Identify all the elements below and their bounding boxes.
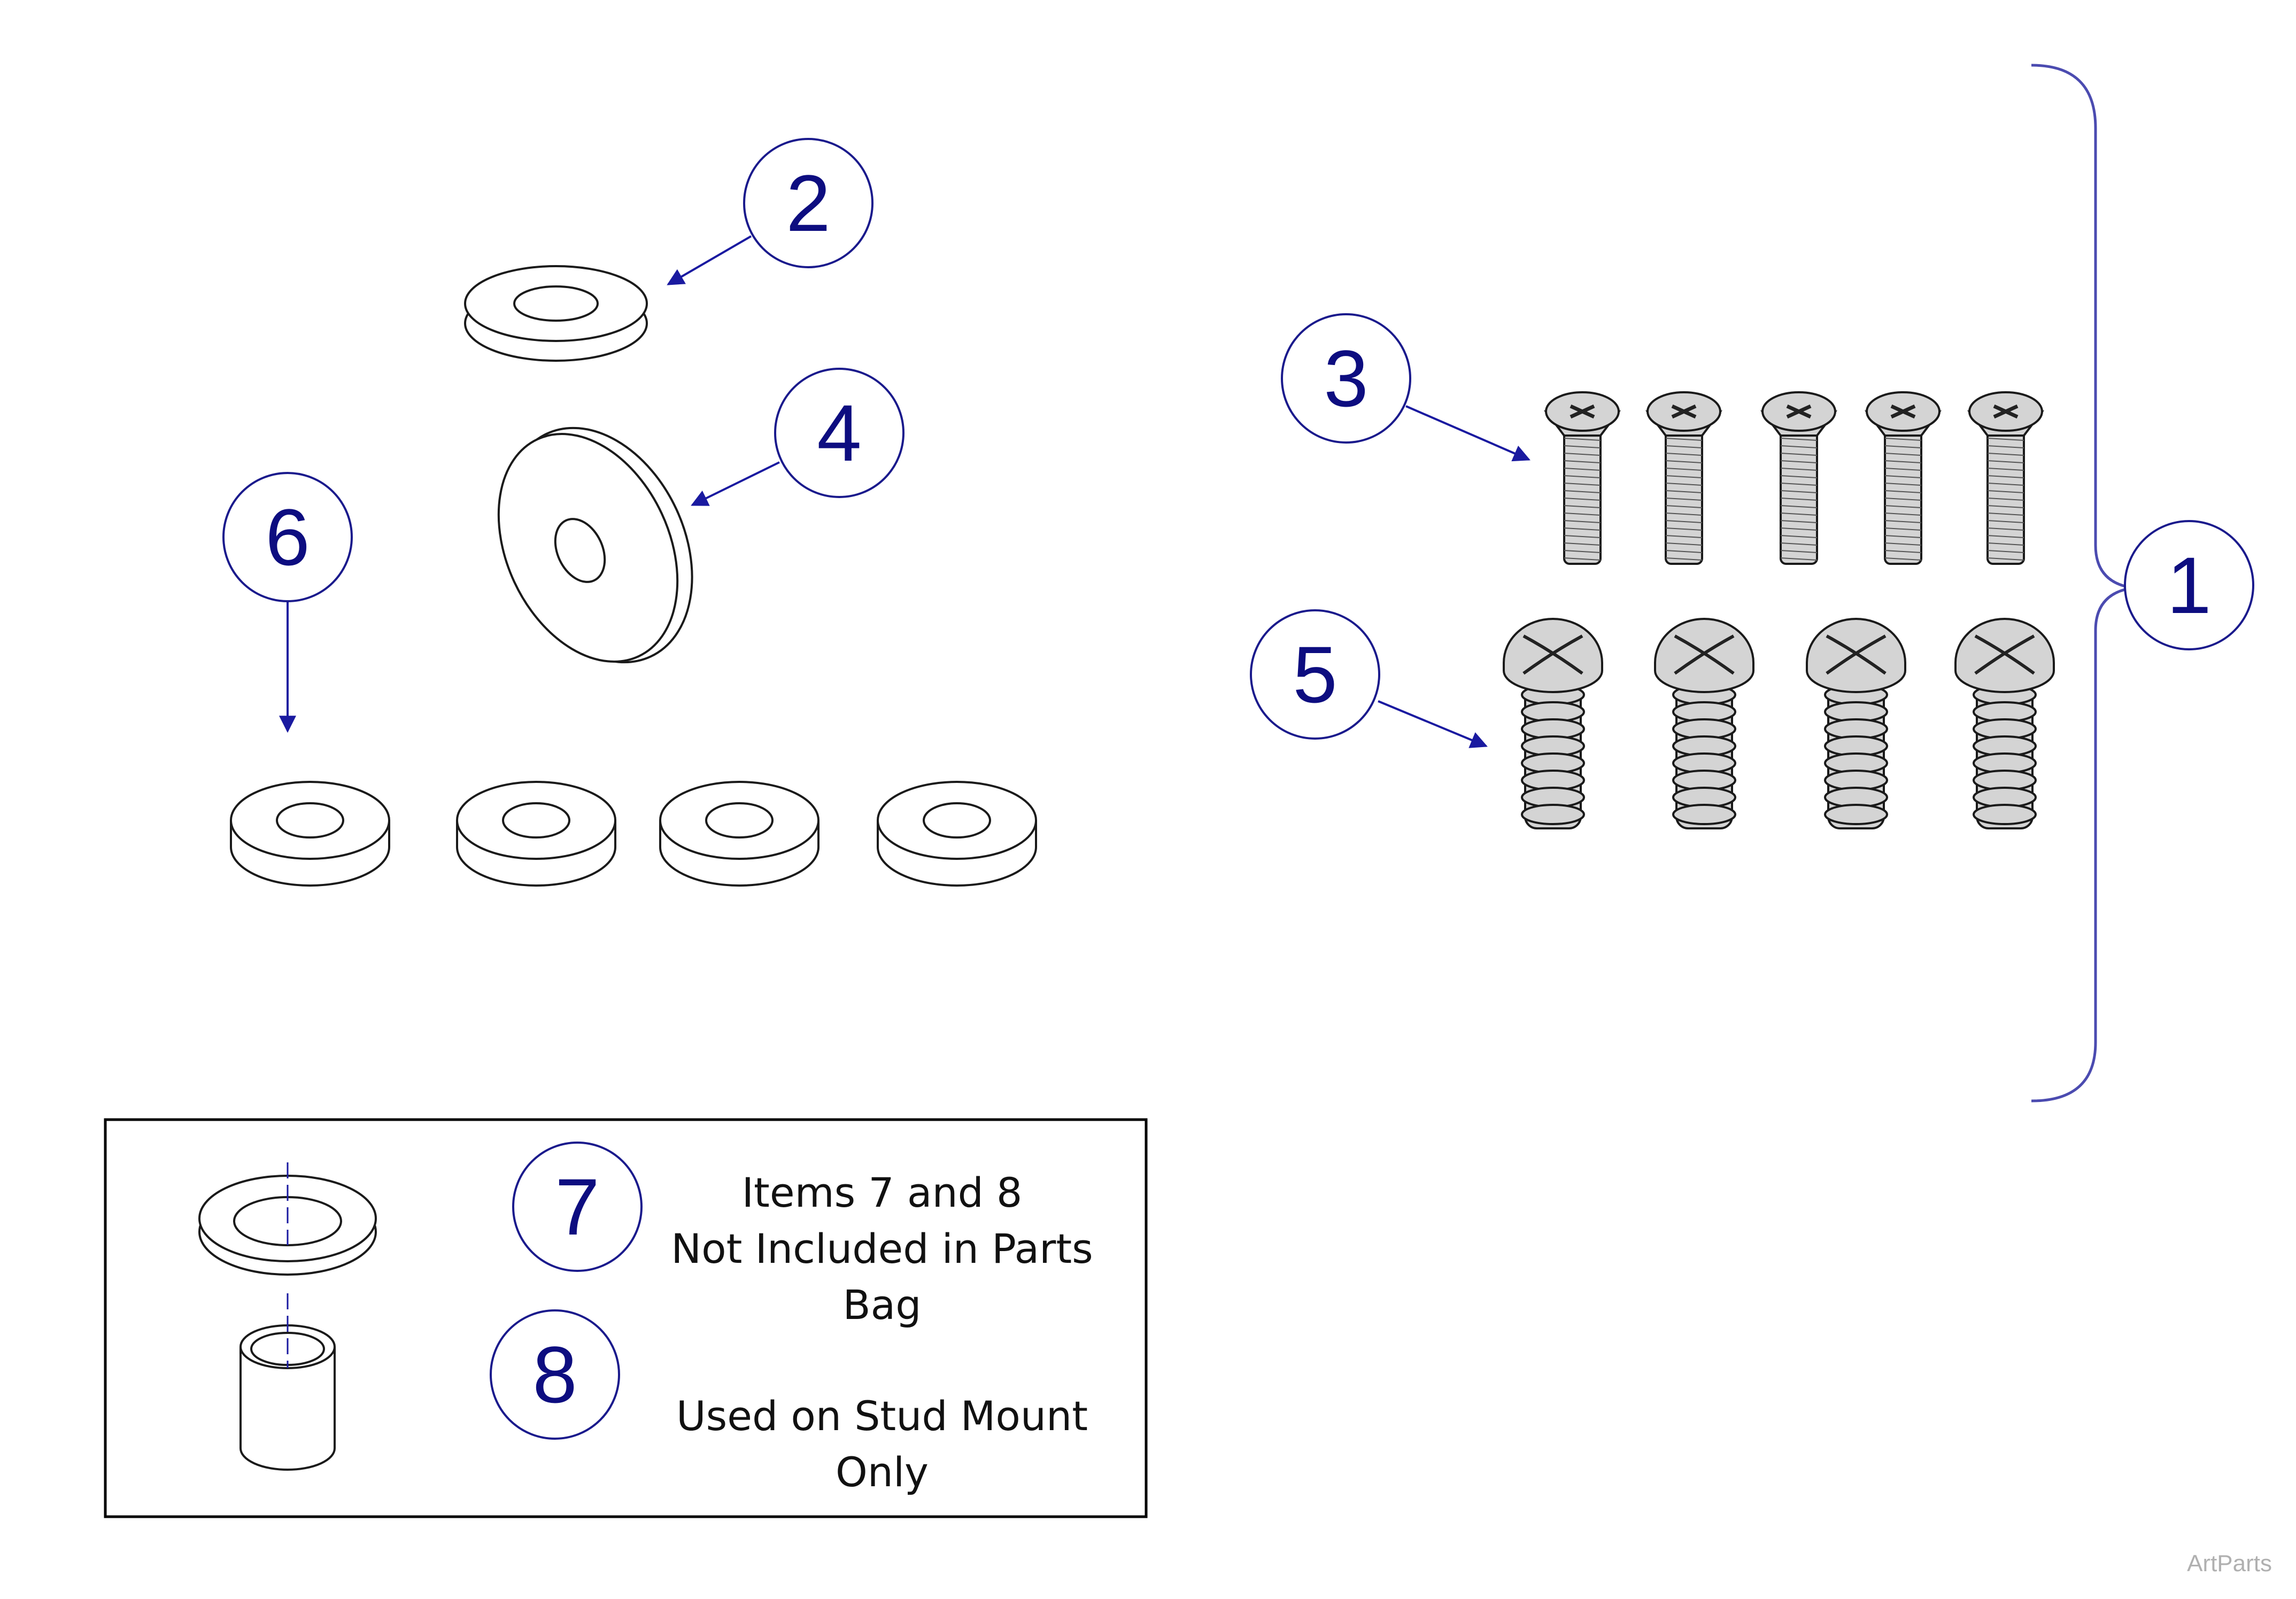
washer-item-7: [198, 1162, 377, 1276]
svg-text:1: 1: [2167, 540, 2211, 630]
spacer-item-8: [239, 1293, 336, 1471]
note-line-3: Bag: [843, 1281, 922, 1329]
flat-head-screw-5: [1967, 391, 2045, 565]
callout-5: 5: [1250, 609, 1380, 740]
svg-text:5: 5: [1293, 630, 1337, 719]
leader-3: [1405, 405, 1530, 462]
flat-head-screw-4: [1864, 391, 1942, 565]
round-head-screw-3: [1806, 618, 1906, 829]
flat-washer-large: [464, 265, 648, 362]
spacer-washer-3: [659, 781, 820, 887]
round-head-screws: [1503, 618, 2055, 829]
callout-3: 3: [1281, 313, 1411, 444]
note-line-1: Items 7 and 8: [742, 1169, 1023, 1216]
round-head-screw-2: [1654, 618, 1754, 829]
callout-1: 1: [2124, 520, 2254, 650]
note-line-5: Only: [836, 1448, 929, 1496]
svg-text:6: 6: [265, 492, 310, 582]
round-head-screw-4: [1954, 618, 2055, 829]
callout-6: 6: [222, 472, 353, 602]
svg-text:2: 2: [786, 158, 830, 248]
svg-text:7: 7: [555, 1162, 599, 1252]
callout-7: 7: [512, 1142, 643, 1272]
note-line-4: Used on Stud Mount: [676, 1392, 1088, 1440]
callout-4: 4: [774, 368, 905, 498]
spacer-washer-2: [456, 781, 616, 887]
callout-2: 2: [743, 138, 873, 268]
fender-washer: [497, 426, 693, 664]
svg-text:8: 8: [532, 1330, 577, 1419]
leader-2: [667, 235, 752, 285]
note-line-2: Not Included in Parts: [671, 1225, 1093, 1272]
spacer-washer-1: [230, 781, 390, 887]
kit-bracket: [2031, 64, 2133, 1103]
flat-head-screws: [1543, 391, 2045, 565]
flat-head-screw-1: [1543, 391, 1621, 565]
svg-text:4: 4: [817, 388, 861, 478]
round-head-screw-1: [1503, 618, 1603, 829]
spacer-washer-4: [877, 781, 1037, 887]
leader-4: [691, 461, 780, 506]
flat-head-screw-3: [1760, 391, 1838, 565]
callout-8: 8: [490, 1309, 620, 1440]
leader-5: [1378, 700, 1488, 748]
artparts-watermark: ArtParts: [2187, 1550, 2272, 1577]
flat-head-screw-2: [1645, 391, 1723, 565]
svg-text:3: 3: [1324, 333, 1368, 423]
